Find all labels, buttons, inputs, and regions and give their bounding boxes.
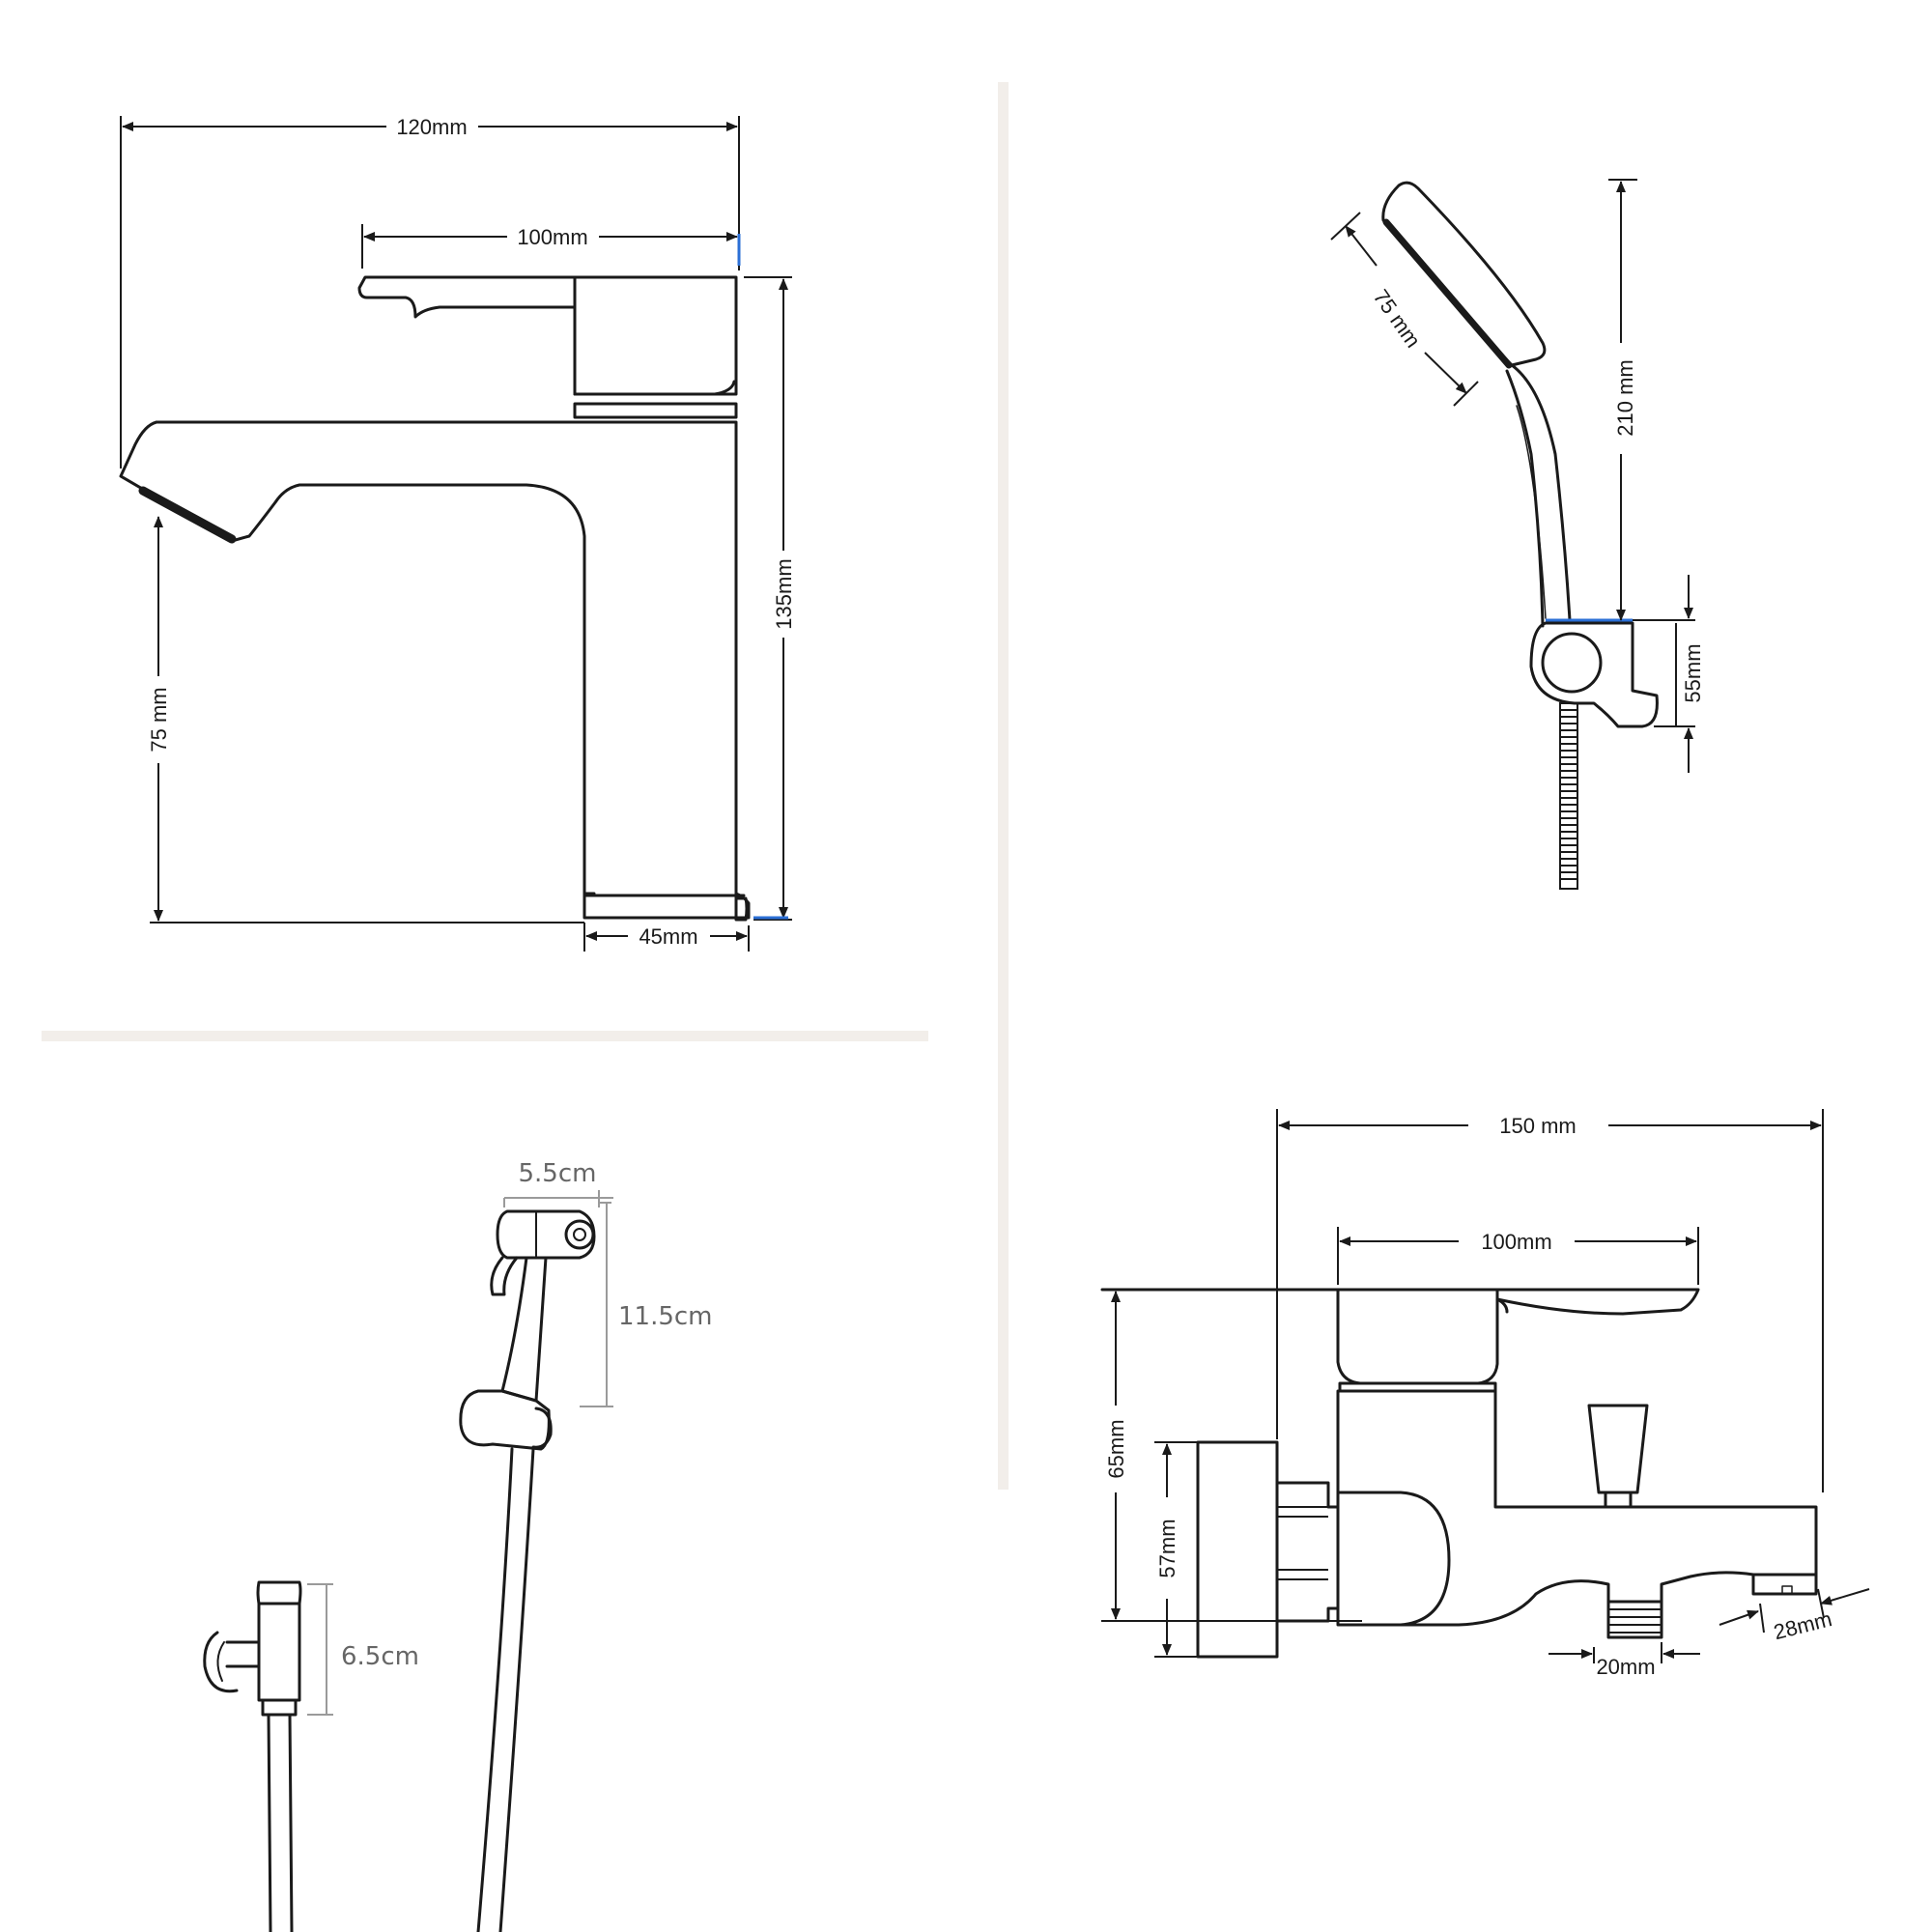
hand-shower-drawing bbox=[1381, 181, 1659, 890]
horizontal-divider bbox=[42, 1031, 928, 1041]
vertical-divider bbox=[998, 82, 1009, 1490]
dim-135mm: 135mm bbox=[772, 558, 796, 629]
dim-5.5cm: 5.5cm bbox=[519, 1159, 597, 1188]
dim-11.5cm: 11.5cm bbox=[618, 1302, 713, 1331]
bidet-sprayer-dimensions bbox=[307, 1190, 613, 1716]
dim-150mm: 150 mm bbox=[1499, 1114, 1576, 1138]
dim-55mm: 55mm bbox=[1681, 643, 1705, 702]
dim-75mm-head: 75 mm bbox=[1369, 285, 1426, 352]
dim-120mm: 120mm bbox=[396, 115, 467, 139]
dim-20mm: 20mm bbox=[1596, 1655, 1655, 1679]
dim-100mm-handle: 100mm bbox=[517, 225, 587, 249]
dim-45mm: 45mm bbox=[639, 924, 697, 949]
dim-75mm-spout: 75 mm bbox=[147, 687, 171, 752]
basin-faucet-drawing bbox=[119, 275, 751, 922]
bidet-sprayer-drawing bbox=[203, 1209, 596, 1932]
bath-mixer-dimensions bbox=[1101, 1109, 1870, 1663]
dim-210mm: 210 mm bbox=[1613, 359, 1637, 436]
thread-lines bbox=[1560, 709, 1577, 880]
bath-mixer-drawing bbox=[1100, 1288, 1818, 1659]
basin-faucet-dimensions bbox=[120, 116, 792, 952]
dim-28mm: 28mm bbox=[1772, 1606, 1834, 1644]
hand-shower-dimensions bbox=[1330, 179, 1695, 773]
dim-57mm: 57mm bbox=[1155, 1519, 1179, 1577]
dim-100mm-lever: 100mm bbox=[1481, 1230, 1551, 1254]
dim-65mm: 65mm bbox=[1104, 1419, 1128, 1478]
dim-6.5cm: 6.5cm bbox=[341, 1642, 419, 1671]
